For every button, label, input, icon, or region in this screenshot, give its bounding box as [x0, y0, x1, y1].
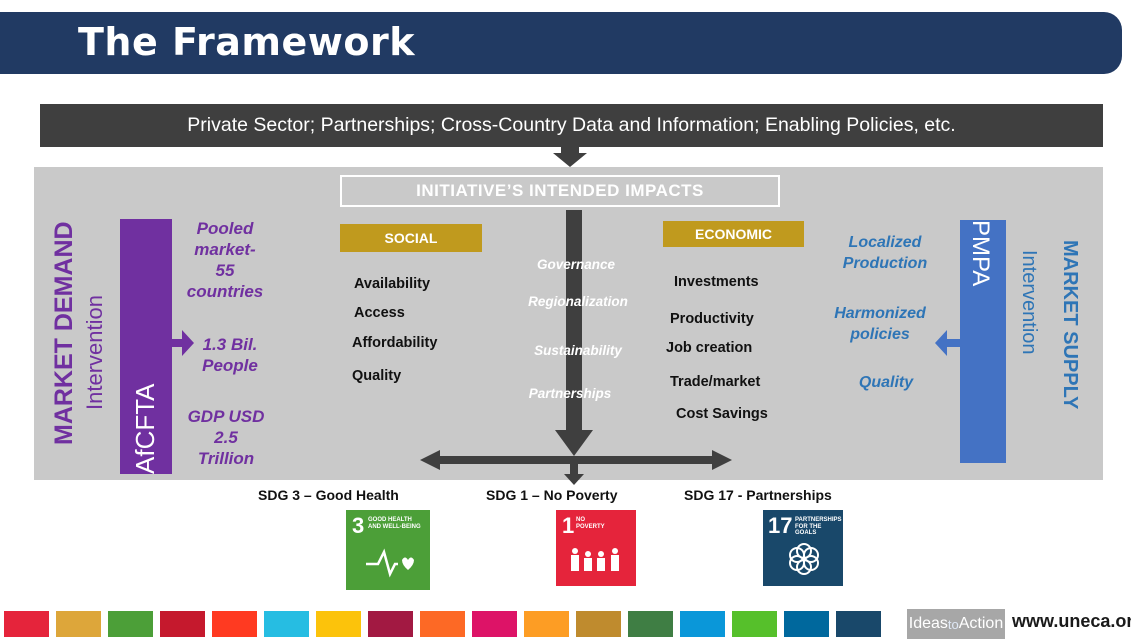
market-demand-intervention: Intervention	[82, 295, 107, 410]
color-block	[576, 611, 621, 637]
pooled-market-stat: Pooled market- 55 countries	[186, 219, 264, 301]
impacts-header: INITIATIVE’S INTENDED IMPACTS	[340, 175, 780, 207]
theme-partnerships: Partnerships	[528, 386, 612, 401]
gdp-stat: GDP USD 2.5 Trillion	[187, 407, 265, 468]
market-supply-intervention: Intervention	[1018, 250, 1040, 355]
color-block	[472, 611, 517, 637]
partnership-flower-icon	[789, 543, 819, 575]
economic-item: Job creation	[666, 340, 753, 356]
inputs-bar: Private Sector; Partnerships; Cross-Coun…	[40, 104, 1103, 147]
theme-sustainability: Sustainability	[534, 343, 622, 358]
pmpa-box	[960, 220, 1006, 463]
color-block	[680, 611, 725, 637]
theme-governance: Governance	[536, 257, 616, 272]
market-supply-label: MARKET SUPPLY	[1059, 240, 1081, 410]
economic-item: Cost Savings	[676, 406, 768, 422]
color-block	[732, 611, 777, 637]
family-icon	[571, 548, 619, 571]
economic-item: Productivity	[670, 311, 754, 327]
economic-item: Trade/market	[670, 374, 761, 390]
harmonized-policies: Harmonized policies	[834, 305, 926, 343]
down-arrow-icon	[553, 147, 587, 167]
localized-production: Localized Production	[842, 234, 928, 272]
social-item: Affordability	[352, 335, 438, 351]
economic-item: Investments	[674, 274, 759, 290]
afcfta-label: AfCFTA	[130, 383, 160, 474]
heartbeat-icon	[366, 548, 414, 578]
color-block	[56, 611, 101, 637]
color-block	[4, 611, 49, 637]
sdg1-label: SDG 1 – No Poverty	[486, 487, 618, 503]
sdg3-label: SDG 3 – Good Health	[258, 487, 399, 503]
theme-regionalization: Regionalization	[528, 294, 628, 309]
sdg17-label: SDG 17 - Partnerships	[684, 487, 832, 503]
social-item: Quality	[352, 368, 402, 384]
central-arrows	[420, 210, 732, 485]
social-item: Access	[354, 305, 405, 321]
color-block	[784, 611, 829, 637]
color-block	[108, 611, 153, 637]
color-block	[264, 611, 309, 637]
page-title: The Framework	[78, 20, 415, 64]
color-block	[160, 611, 205, 637]
pmpa-label: PMPA	[967, 220, 994, 287]
color-block	[524, 611, 569, 637]
color-block	[420, 611, 465, 637]
social-tag: SOCIAL	[340, 224, 482, 252]
website-url: www.uneca.org	[1012, 611, 1131, 631]
right-arrow-icon	[172, 330, 194, 356]
quality-item: Quality	[858, 374, 914, 391]
market-demand-label: MARKET DEMAND	[50, 221, 78, 445]
people-stat: 1.3 Bil. People	[202, 335, 258, 375]
economic-tag: ECONOMIC	[663, 221, 804, 247]
color-block	[836, 611, 881, 637]
color-block	[368, 611, 413, 637]
afcfta-box	[120, 219, 172, 474]
social-item: Availability	[354, 276, 431, 292]
title-banner	[0, 12, 1122, 74]
color-block	[628, 611, 673, 637]
color-block	[316, 611, 361, 637]
left-arrow-icon	[935, 330, 961, 356]
color-block	[212, 611, 257, 637]
